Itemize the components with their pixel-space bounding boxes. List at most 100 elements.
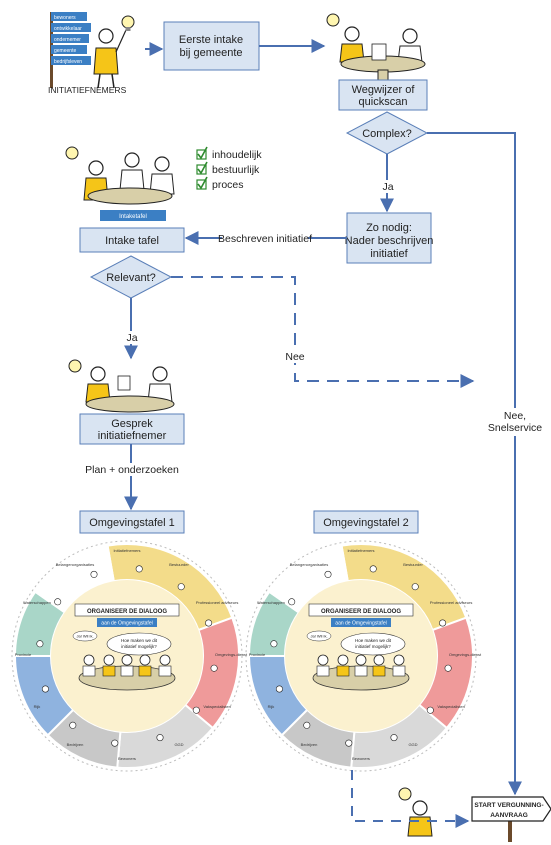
wheel-role-figure <box>205 619 213 627</box>
label-ja-2: Ja <box>126 332 137 344</box>
wheel-role-label: Bewoners <box>118 756 136 761</box>
wheel-role-figure <box>439 619 447 627</box>
final-person-illustration <box>370 785 436 841</box>
box-intake: Eerste intake bij gemeente <box>163 21 260 71</box>
wheel-role-label: Provincie <box>15 652 32 657</box>
wheel-role-figure <box>288 598 296 606</box>
wheel-role-label: Bestuurder <box>403 562 423 567</box>
edge-wheel-start <box>351 770 470 828</box>
intake-sign: Intaketafel <box>119 214 147 220</box>
wheel-person-head <box>139 654 151 666</box>
label-nee: Nee <box>285 351 304 363</box>
wheel-outer-ring <box>11 540 243 772</box>
wheel-role-figure <box>54 598 62 606</box>
wheel-person-head <box>159 654 171 666</box>
svg-text:Nader beschrijven: Nader beschrijven <box>345 235 434 247</box>
quickscan-illustration <box>326 13 426 91</box>
wheel-role-label: GGD <box>408 742 417 747</box>
wheel-role-label: Vakspecialisten <box>203 704 231 709</box>
decision-relevant: Relevant? <box>89 255 173 299</box>
wheel-person-head <box>317 654 329 666</box>
wheel-role-label: Bedrijven <box>301 742 318 747</box>
wheel-sub-text: aan de Omgevingstafel <box>101 621 152 627</box>
svg-text:Zo nodig:: Zo nodig: <box>366 222 412 234</box>
wheel-sub-banner <box>331 618 391 627</box>
wheel-role-figure <box>426 706 434 714</box>
wheel-person-head <box>337 654 349 666</box>
wheel-role-label: Rijk <box>268 704 275 709</box>
wheel-hand-bubble <box>306 630 332 642</box>
wheel-role-label: Initiatiefnemers <box>113 548 140 553</box>
wheel-role-label: Bewoners <box>352 756 370 761</box>
wheel-bubble-text: initiatief mogelijk? <box>355 644 391 649</box>
edge-relevant-nee <box>171 276 475 388</box>
wheel-role-figure <box>111 739 119 747</box>
wheel-role-label: GGD <box>174 742 183 747</box>
person-with-lightbulb <box>93 15 135 89</box>
svg-text:Omgevingstafel 1: Omgevingstafel 1 <box>89 517 175 529</box>
box-quickscan: Wegwijzer of quickscan <box>338 79 428 111</box>
wheel-person-body <box>316 665 330 677</box>
wheel-role-figure <box>135 565 143 573</box>
wheel-role-figure <box>210 664 218 672</box>
wheel-person-body <box>120 665 134 677</box>
wheel-hand-text: Ja! Wil ik. <box>310 634 327 639</box>
initiators-label: INITIATIEFNEMERS <box>48 85 127 95</box>
wheel-person-head <box>121 654 133 666</box>
sign-word-3: ondernemer <box>54 37 81 43</box>
wheel-hand-bubble <box>72 630 98 642</box>
svg-text:START VERGUNNING-: START VERGUNNING- <box>474 802 543 809</box>
wheel-role-figure <box>90 570 98 578</box>
wheel-role-label: Waterschappen <box>23 600 51 605</box>
wheel-role-label: Omgevings-dienst <box>449 652 482 657</box>
sign-word-1: bewoners <box>54 15 76 21</box>
wheel-role-figure <box>156 734 164 742</box>
box-intake-table: Intake tafel <box>79 227 185 253</box>
wheel-person-body <box>158 665 172 677</box>
stakeholder-wheel-1: ORGANISEER DE DIALOOG aan de Omgevingstaf… <box>11 540 248 772</box>
svg-text:Eerste intake: Eerste intake <box>179 34 243 46</box>
svg-text:AANVRAAG: AANVRAAG <box>490 812 528 819</box>
label-nee-snel-1: Nee, <box>504 410 526 422</box>
wheel-person-body <box>392 665 406 677</box>
box-table-1: Omgevingstafel 1 <box>79 510 185 534</box>
wheel-bubble-text: initiatief mogelijk? <box>121 644 157 649</box>
svg-text:Relevant?: Relevant? <box>106 272 156 284</box>
wheel-person-body <box>372 665 386 677</box>
wheel-role-figure <box>177 583 185 591</box>
wheel-outer-ring <box>245 540 477 772</box>
wheel-role-label: Bestuurder <box>169 562 189 567</box>
wheel-role-label: Vakspecialisten <box>437 704 465 709</box>
wheel-speech-bubble <box>106 632 172 656</box>
wheel-role-label: Rijk <box>34 704 41 709</box>
svg-text:initiatiefnemer: initiatiefnemer <box>98 430 167 442</box>
wheel-person-body <box>336 665 350 677</box>
wheel-role-figure <box>390 734 398 742</box>
wheel-role-figure <box>369 565 377 573</box>
box-describe: Zo nodig: Nader beschrijven initiatief <box>345 212 434 264</box>
wheel-speech-bubble <box>340 632 406 656</box>
wheel-role-label: Belangenorganisaties <box>290 562 328 567</box>
wheel-role-label: Omgevings-dienst <box>215 652 248 657</box>
wheel-role-figure <box>192 706 200 714</box>
wheel-person-body <box>82 665 96 677</box>
connectors <box>124 39 522 828</box>
wheel-role-label: Belangenorganisaties <box>56 562 94 567</box>
wheel-sub-text: aan de Omgevingstafel <box>335 621 386 627</box>
wheel-person-head <box>355 654 367 666</box>
svg-text:Gesprek: Gesprek <box>111 418 153 430</box>
label-ja-1: Ja <box>382 181 393 193</box>
wheel-person-head <box>83 654 95 666</box>
wheel-role-figure <box>41 685 49 693</box>
wheel-person-head <box>103 654 115 666</box>
wheel-sub-banner <box>97 618 157 627</box>
wheel-role-figure <box>270 640 278 648</box>
wheel-role-figure <box>36 640 44 648</box>
wheel-role-figure <box>345 739 353 747</box>
wheel-banner-text: ORGANISEER DE DIALOOG <box>87 609 167 615</box>
edge-labels: Ja Beschreven initiatief Ja Nee Nee, Sne… <box>85 180 542 476</box>
decision-complex: Complex? <box>345 111 429 155</box>
wheel-role-figure <box>69 721 77 729</box>
wheel-banner <box>74 603 180 617</box>
